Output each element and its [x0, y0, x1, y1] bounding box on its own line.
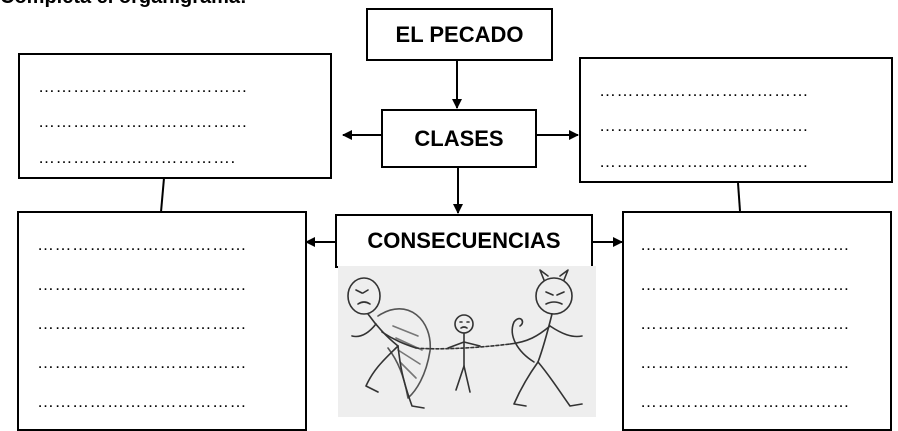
blank-line: ……………………………. — [38, 148, 236, 167]
blank-line: ……………………………… — [640, 235, 850, 254]
blank-line: ……………………………… — [640, 275, 850, 294]
blank-line: ……………………………… — [37, 235, 247, 254]
blank-line: ……………………………… — [599, 81, 809, 100]
blank-line: ……………………………… — [37, 392, 247, 411]
sketch-drawing — [347, 269, 583, 409]
blank-box-top-left: ……………………………… ……………………………… ……………………………. — [18, 53, 332, 179]
node-consecuencias: CONSECUENCIAS — [335, 214, 593, 268]
page-title: Completa el organigrama: — [0, 0, 247, 9]
blank-box-bottom-right: ……………………………… ……………………………… ……………………………… …… — [622, 211, 892, 431]
blank-line: ……………………………… — [599, 152, 809, 171]
blank-box-bottom-left: ……………………………… ……………………………… ……………………………… …… — [17, 211, 307, 431]
blank-line: ……………………………… — [38, 112, 248, 131]
blank-line: ……………………………… — [38, 77, 248, 96]
blank-line: ……………………………… — [37, 353, 247, 372]
angel-devil-sketch-image — [338, 266, 596, 417]
connector-lines — [160, 61, 741, 247]
node-el-pecado: EL PECADO — [366, 8, 553, 61]
blank-line: ……………………………… — [599, 116, 809, 135]
blank-line: ……………………………… — [640, 353, 850, 372]
blank-line: ……………………………… — [640, 392, 850, 411]
blank-line: ……………………………… — [37, 275, 247, 294]
blank-line: ……………………………… — [640, 314, 850, 333]
blank-box-top-right: ……………………………… ……………………………… ……………………………… — [579, 57, 893, 183]
blank-line: ……………………………… — [37, 314, 247, 333]
node-clases: CLASES — [381, 109, 537, 168]
